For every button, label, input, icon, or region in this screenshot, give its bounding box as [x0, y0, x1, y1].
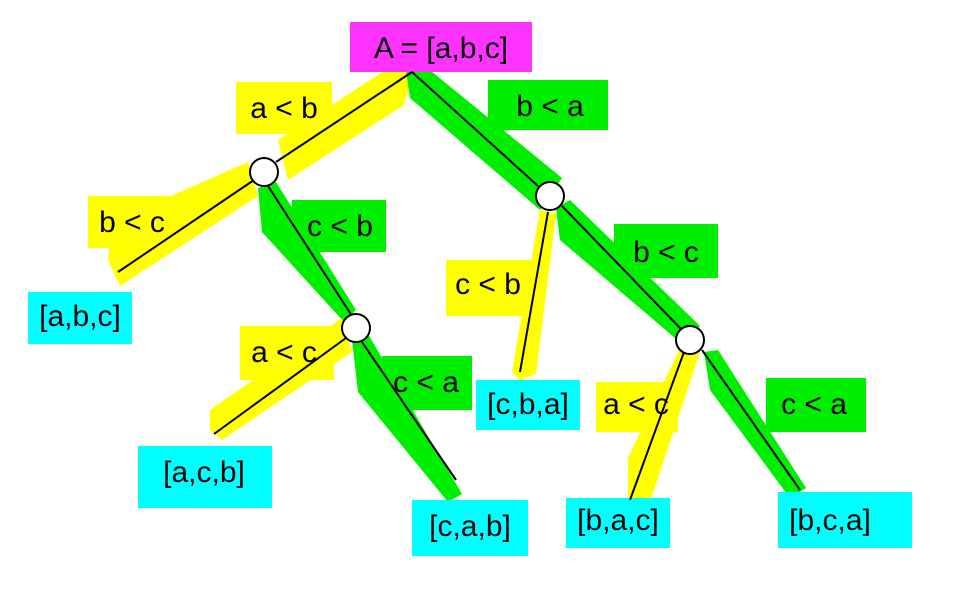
edge-label-c-lt-b-right: c < b — [455, 268, 521, 301]
hl-c-lt-a-right — [766, 378, 866, 432]
highlight-edge-n1-abc — [108, 162, 258, 286]
hl-b-lt-c-right — [614, 224, 718, 278]
edge-n2-cba — [519, 211, 549, 373]
edge-n1-n3 — [267, 185, 353, 317]
leaf-cab: [c,a,b] — [429, 510, 511, 543]
hl-b-lt-a — [488, 80, 608, 130]
edge-n4-bca — [701, 349, 801, 491]
edge-label-c-lt-a-right: c < a — [781, 388, 847, 421]
edge-label-a-lt-c-left: a < c — [251, 336, 317, 369]
hl-leaf-cab — [412, 500, 528, 556]
hl-b-lt-c-left — [88, 196, 178, 248]
hl-leaf-acb — [138, 446, 272, 508]
hl-a-lt-b — [236, 82, 332, 134]
edge-n3-cab — [361, 341, 457, 481]
leaf-abc: [a,b,c] — [39, 300, 121, 333]
edge-label-b-lt-a: b < a — [516, 90, 584, 123]
edge-root-n2 — [411, 71, 539, 187]
edge-label-c-lt-a-left: c < a — [393, 366, 459, 399]
leaf-cba: [c,b,a] — [487, 388, 569, 421]
hl-a-lt-c-left — [240, 326, 334, 380]
edge-n4-bac — [629, 351, 685, 501]
node-3 — [341, 313, 371, 343]
hl-c-lt-b-right — [446, 260, 536, 316]
leaf-acb: [a,c,b] — [163, 456, 245, 489]
hl-leaf-bac — [566, 498, 670, 548]
edge-label-a-lt-b: a < b — [250, 92, 318, 125]
hl-leaf-bca — [778, 492, 912, 548]
highlight-edge-n3-cab — [352, 334, 462, 502]
edge-n1-abc — [117, 179, 255, 273]
leaf-bca: [b,c,a] — [789, 504, 871, 537]
node-4 — [675, 325, 705, 355]
text-labels: A = [a,b,c] a < b b < a b < c c < b a < … — [39, 32, 871, 543]
hl-c-lt-a-left — [382, 356, 472, 410]
hl-leaf-cba — [476, 380, 580, 430]
hl-c-lt-b-left — [292, 200, 386, 252]
tree-edges — [117, 71, 801, 501]
label-highlights — [28, 22, 912, 556]
highlight-edge-root-left — [278, 62, 414, 180]
edge-n2-n4 — [561, 205, 683, 331]
edge-label-a-lt-c-right: a < c — [603, 388, 669, 421]
hl-leaf-abc — [28, 292, 132, 344]
node-1 — [249, 157, 279, 187]
edge-label-c-lt-b-left: c < b — [307, 210, 373, 243]
node-2 — [535, 181, 565, 211]
edge-root-n1 — [275, 71, 413, 163]
leaf-bac: [b,a,c] — [577, 504, 659, 537]
internal-nodes — [249, 157, 705, 355]
root-highlight — [350, 22, 532, 72]
edge-label-b-lt-c-right: b < c — [633, 236, 699, 269]
edge-n3-acb — [213, 337, 347, 435]
edge-label-b-lt-c-left: b < c — [99, 206, 165, 239]
root-label: A = [a,b,c] — [374, 32, 508, 65]
